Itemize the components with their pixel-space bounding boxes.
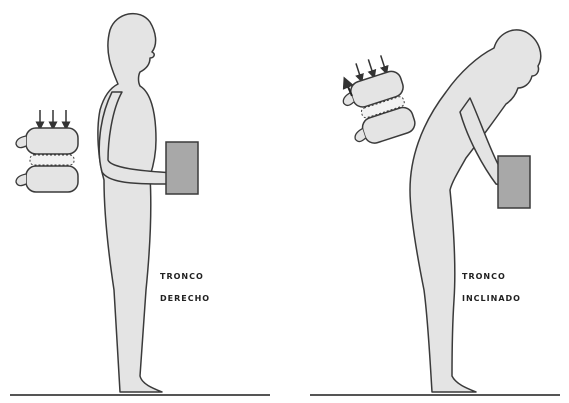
pressure-arrow-icon (368, 59, 373, 74)
pressure-arrow-icon (356, 63, 361, 78)
upright-label-line1: TRONCO (160, 272, 204, 282)
upright-label-line2: DERECHO (160, 294, 210, 304)
bent-panel (310, 30, 560, 395)
bent-label-line2: INCLINADO (462, 294, 521, 304)
vertebra-icon (333, 52, 417, 149)
pressure-arrow-icon (381, 55, 386, 70)
bent-label-line1: TRONCO (462, 272, 506, 282)
load-box-icon (498, 156, 530, 208)
vertebra-icon (16, 110, 78, 192)
upright-panel (10, 14, 270, 395)
load-box-icon (166, 142, 198, 194)
standing-person-icon (98, 14, 191, 392)
bending-person-icon (410, 30, 541, 392)
